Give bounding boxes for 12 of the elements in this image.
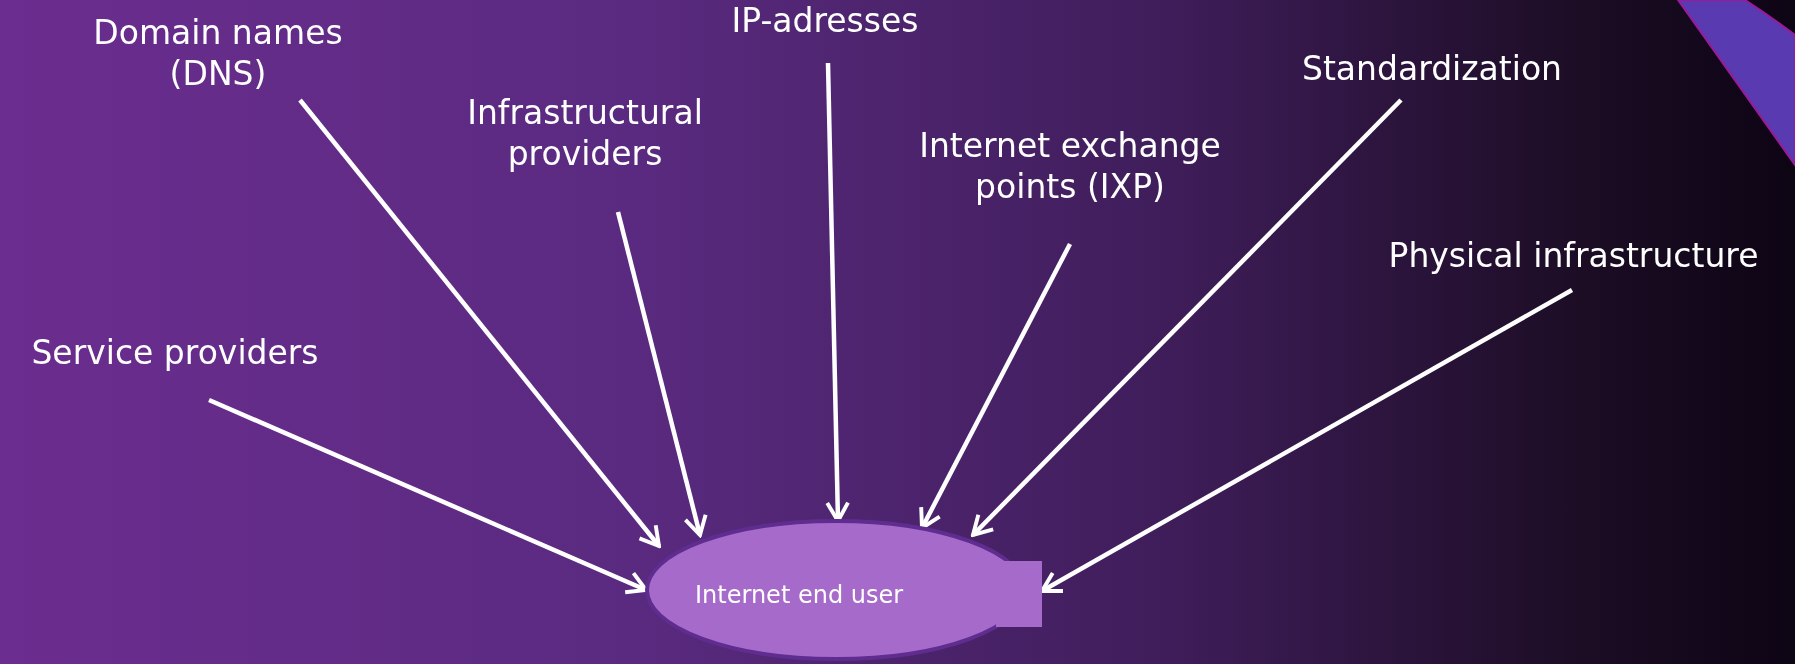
arrow	[971, 98, 1403, 537]
node-label: Standardization	[1300, 48, 1564, 90]
node-label: Infrastructural providers	[466, 92, 704, 175]
node-label: Internet end user	[695, 581, 904, 609]
arrow	[298, 98, 661, 548]
node-label: Domain names (DNS)	[92, 12, 344, 95]
node-label: IP-adresses	[730, 0, 920, 42]
node-label: Service providers	[30, 332, 320, 374]
arrow	[615, 211, 708, 537]
node-label: Internet exchange points (IXP)	[918, 125, 1222, 208]
arrow	[919, 242, 1072, 530]
node-label: Physical infrastructure	[1387, 235, 1760, 277]
